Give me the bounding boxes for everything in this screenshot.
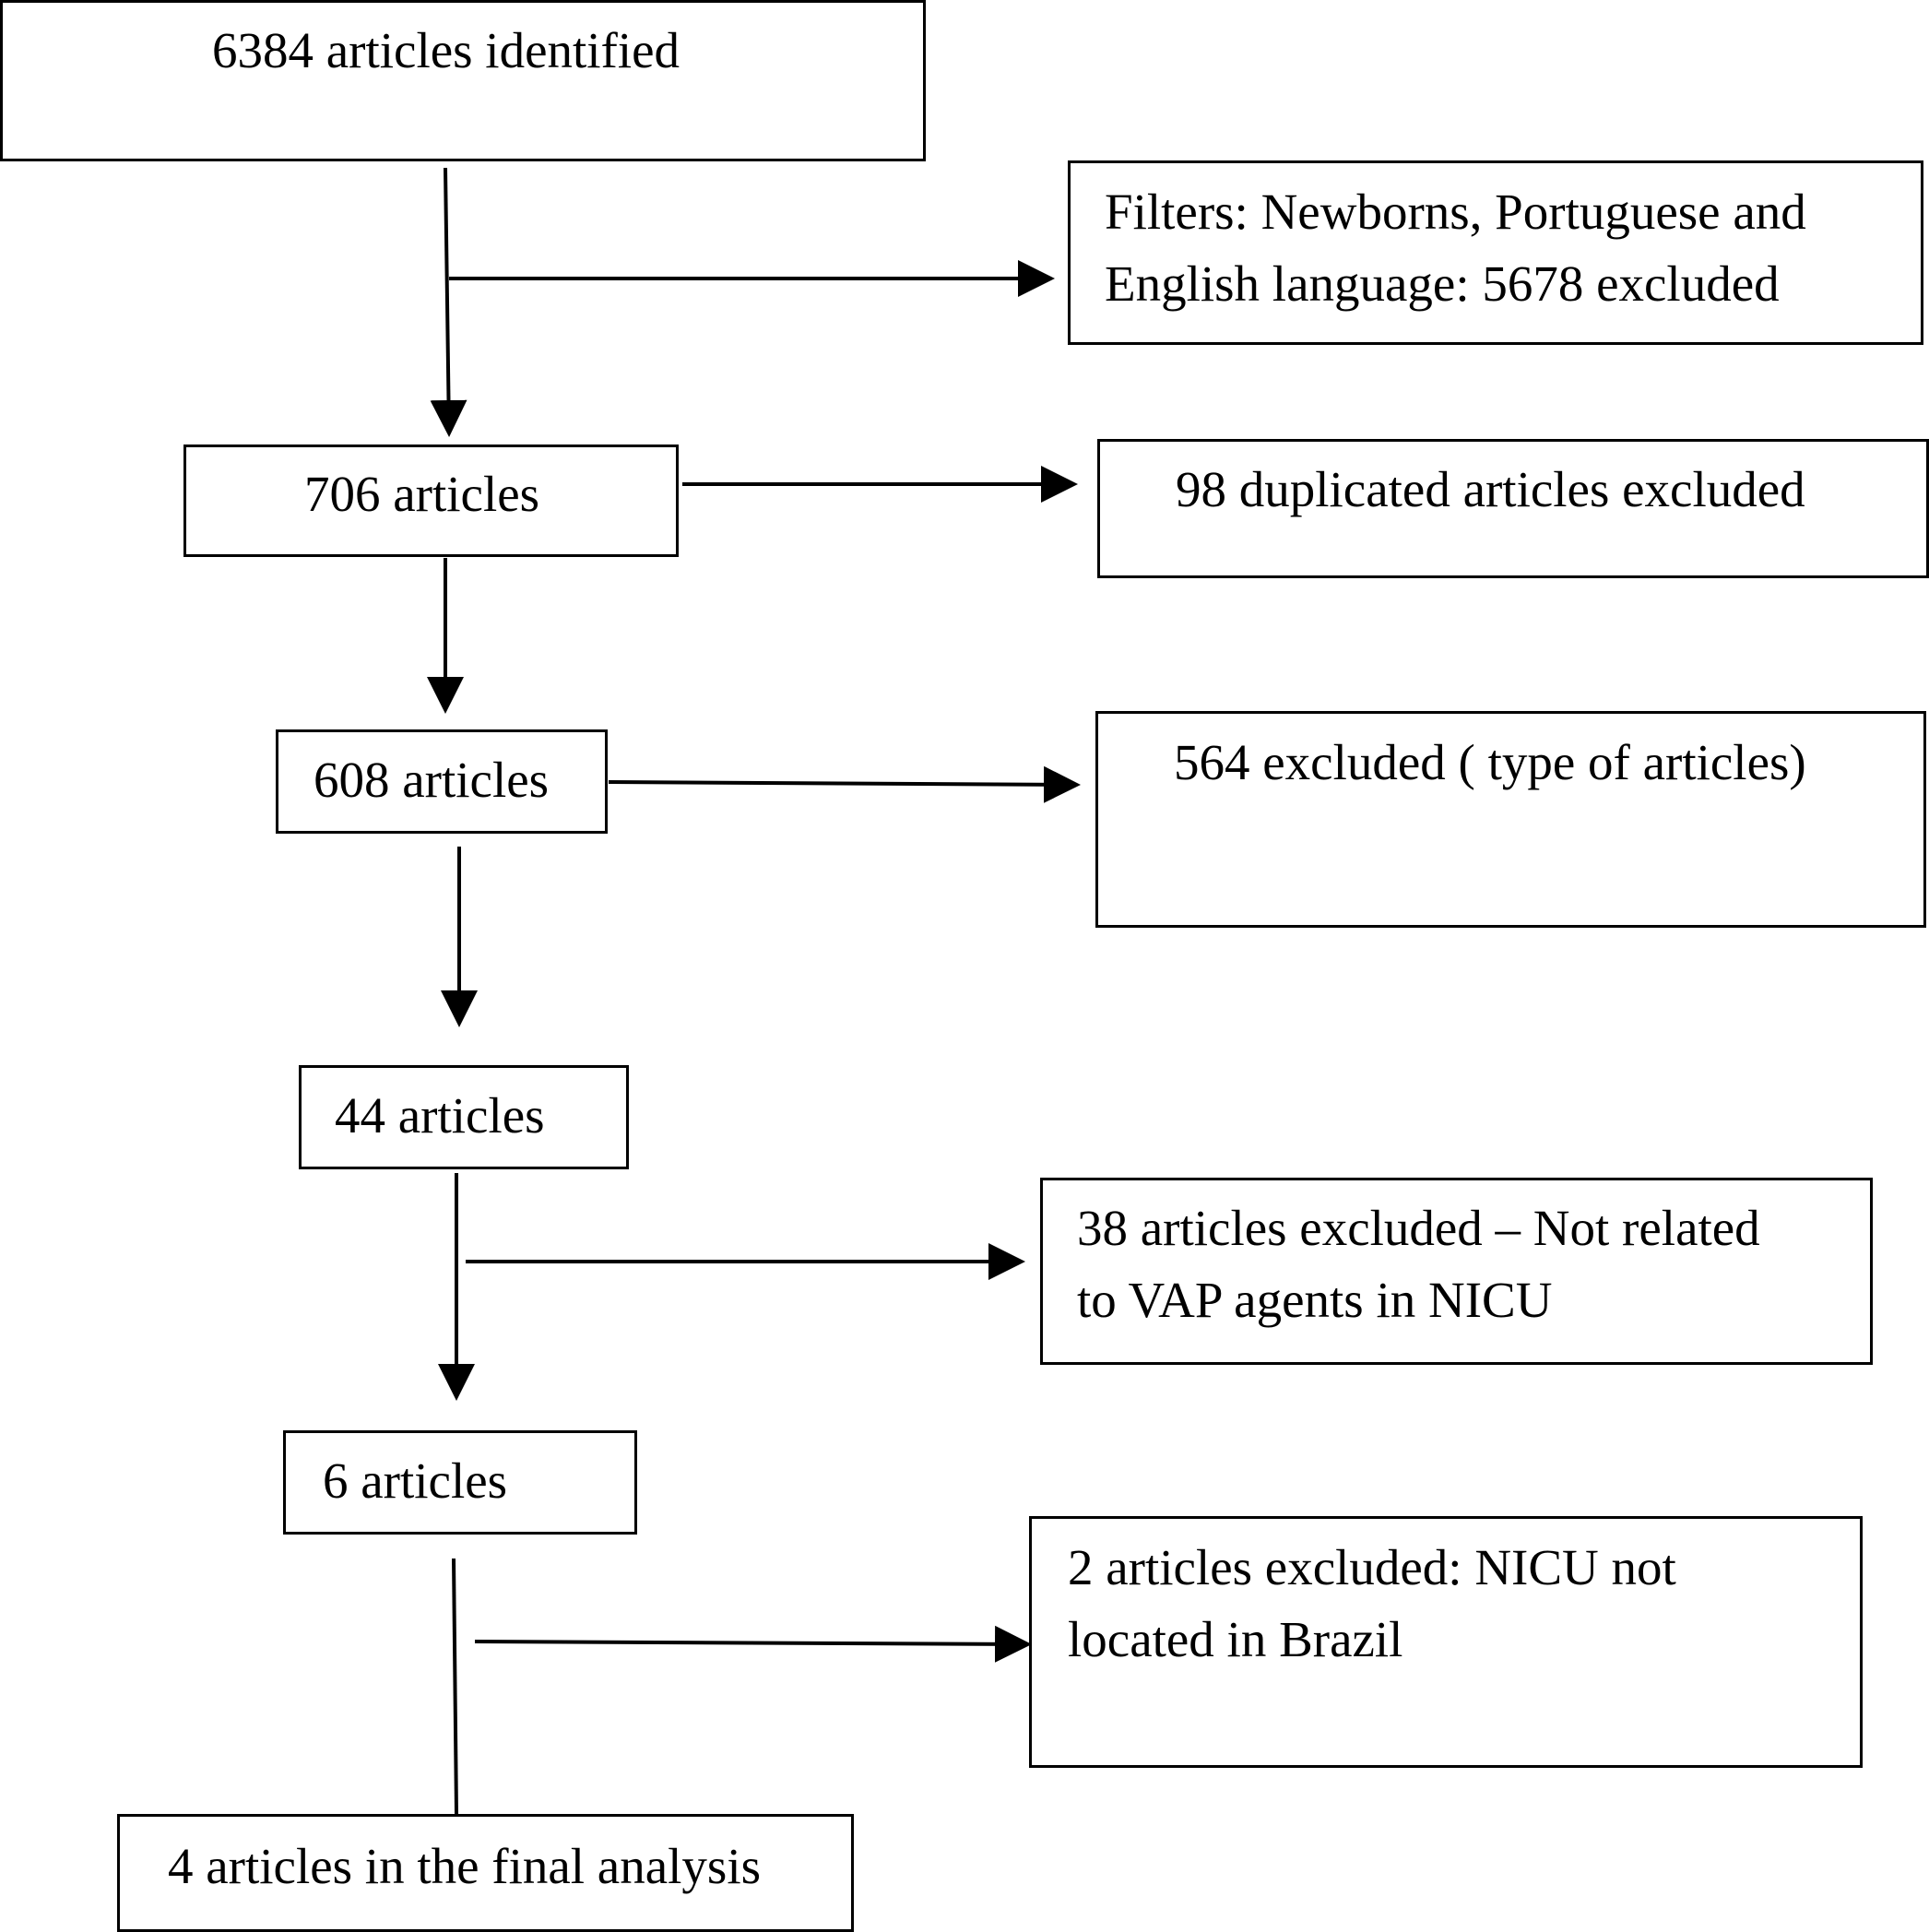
step-box-706 <box>183 444 679 557</box>
exclusion-label-type: 564 excluded ( type of articles) <box>1174 734 1806 790</box>
step-label-identified: 6384 articles identified <box>212 22 680 78</box>
connector-step5-step6 <box>452 1558 458 1815</box>
connector-step1-step2 <box>430 167 467 437</box>
connector-exclusion-3 <box>608 765 1081 803</box>
step-label-final: 4 articles in the final analysis <box>168 1838 762 1894</box>
exclusion-box-filters <box>1068 160 1923 345</box>
step-box-6 <box>283 1430 637 1535</box>
exclusion-label-brazil-line1: 2 articles excluded: NICU not <box>1068 1539 1676 1595</box>
step-box-44 <box>299 1065 629 1169</box>
connector-exclusion-5 <box>474 1625 1032 1663</box>
step-label-608: 608 articles <box>314 752 550 808</box>
exclusion-box-not-related <box>1040 1178 1873 1365</box>
exclusion-label-not-related-line1: 38 articles excluded – Not related <box>1077 1200 1760 1256</box>
exclusion-label-not-related-line2: to VAP agents in NICU <box>1077 1272 1553 1328</box>
step-box-608 <box>276 729 608 834</box>
exclusion-box-brazil <box>1029 1516 1863 1768</box>
exclusion-label-filters-line1: Filters: Newborns, Portuguese and <box>1105 184 1806 240</box>
step-label-44: 44 articles <box>335 1087 545 1144</box>
step-box-final <box>117 1814 854 1932</box>
step-label-6: 6 articles <box>323 1452 508 1509</box>
exclusion-box-type <box>1095 711 1926 928</box>
exclusion-box-duplicates <box>1097 439 1929 578</box>
exclusion-label-duplicates: 98 duplicated articles excluded <box>1176 461 1805 517</box>
exclusion-label-filters-line2: English language: 5678 excluded <box>1105 255 1780 312</box>
step-box-identified <box>0 0 926 161</box>
step-label-706: 706 articles <box>304 466 540 522</box>
exclusion-label-brazil-line2: located in Brazil <box>1068 1611 1403 1667</box>
